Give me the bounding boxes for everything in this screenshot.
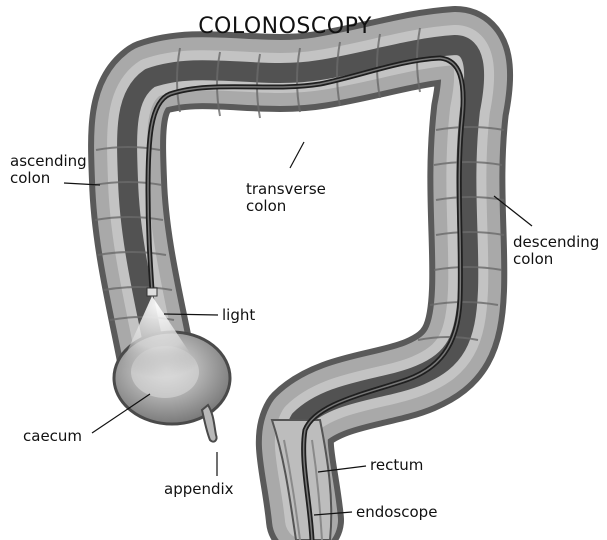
label-caecum: caecum bbox=[23, 428, 82, 445]
label-rectum: rectum bbox=[370, 457, 423, 474]
label-appendix: appendix bbox=[164, 481, 234, 498]
label-descending-colon: descending colon bbox=[513, 234, 599, 268]
label-endoscope: endoscope bbox=[356, 504, 437, 521]
endoscope-tip bbox=[147, 288, 157, 296]
label-light: light bbox=[222, 307, 255, 324]
colon-body bbox=[94, 28, 504, 540]
label-ascending-colon: ascending colon bbox=[10, 153, 87, 187]
leader-transverse bbox=[290, 142, 304, 168]
label-transverse-colon: transverse colon bbox=[246, 181, 326, 215]
diagram-title: COLONOSCOPY bbox=[0, 14, 570, 39]
